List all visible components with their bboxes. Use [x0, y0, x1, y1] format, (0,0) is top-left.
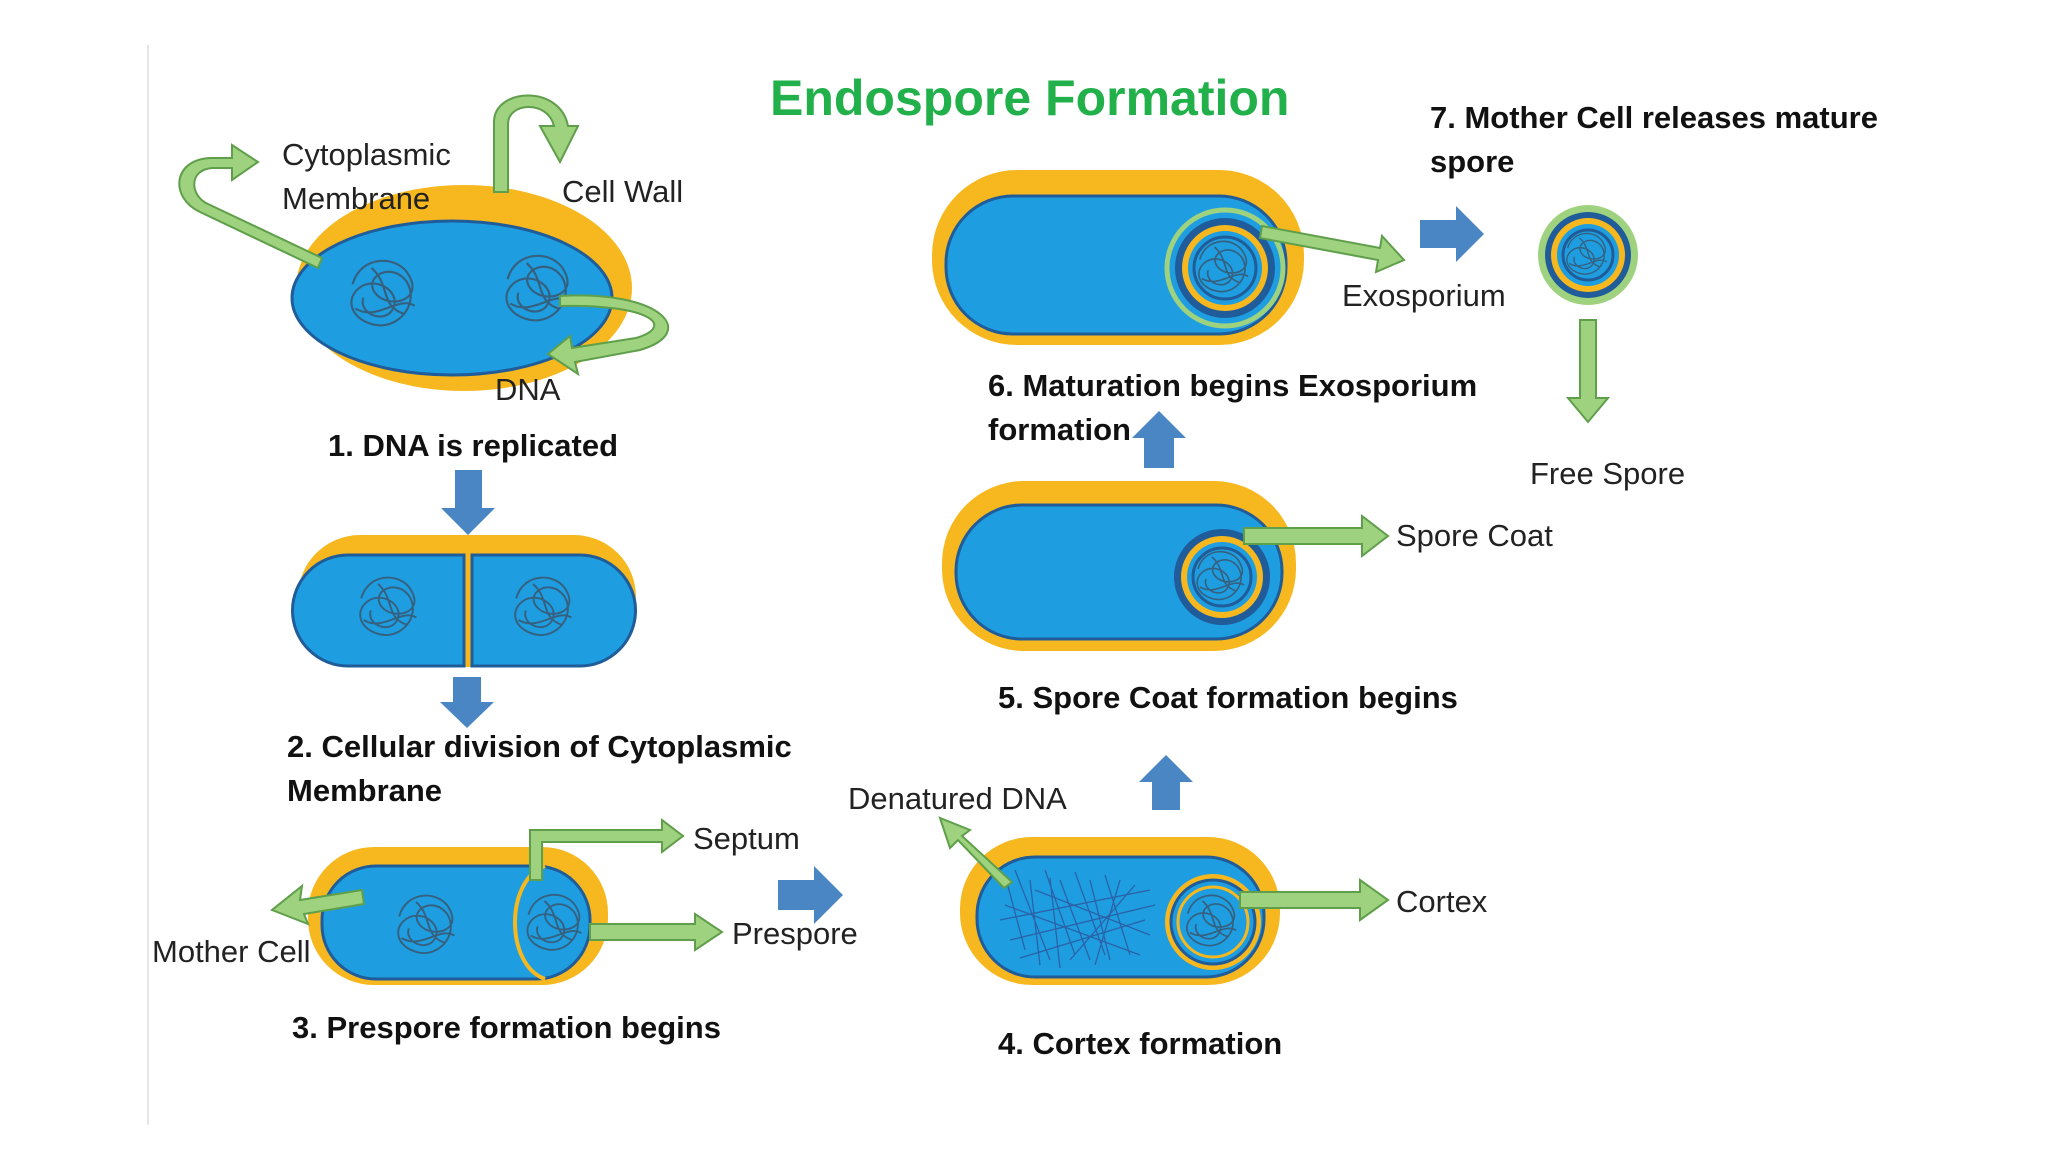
cell-step-2 [291, 535, 637, 668]
cortex-pointer [1239, 878, 1390, 922]
flow-arrow-6-7 [1420, 206, 1484, 262]
cell-step-3 [308, 847, 608, 985]
mother-cell-pointer [270, 883, 366, 926]
cell-step-4 [960, 837, 1280, 985]
cell-wall-pointer [493, 94, 580, 193]
denatured-dna-pointer [938, 816, 1014, 890]
label-dna: DNA [495, 372, 561, 407]
label-free-spore: Free Spore [1530, 456, 1685, 491]
denatured-dna-strands [999, 869, 1156, 969]
cell-step-6 [932, 170, 1304, 345]
spore-coat-pointer [1243, 513, 1390, 559]
cell-step-1 [290, 185, 632, 391]
step-7-label-line-1: 7. Mother Cell releases mature [1430, 100, 1878, 135]
label-membrane: Membrane [282, 181, 430, 216]
step-1-label: 1. DNA is replicated [328, 428, 618, 463]
step-6-label-line-2: formation [988, 412, 1131, 447]
step-2-label-line-1: 2. Cellular division of Cytoplasmic [287, 729, 792, 764]
flow-arrow-1-2 [441, 470, 495, 535]
label-cytoplasmic: Cytoplasmic [282, 137, 451, 172]
label-prespore: Prespore [732, 916, 858, 951]
diagram-title: Endospore Formation [770, 70, 1289, 126]
free-spore [1538, 205, 1638, 305]
step-5-label: 5. Spore Coat formation begins [998, 680, 1458, 715]
step-4-label: 4. Cortex formation [998, 1026, 1282, 1061]
free-spore-pointer [1565, 319, 1611, 424]
exosporium-pointer [1258, 224, 1406, 274]
septum-pointer [529, 817, 685, 881]
left-border-line [147, 45, 149, 1125]
step-6-label-line-1: 6. Maturation begins Exosporium [988, 368, 1477, 403]
label-cortex: Cortex [1396, 884, 1488, 919]
label-mother-cell: Mother Cell [152, 934, 311, 969]
label-denatured-dna: Denatured DNA [848, 781, 1067, 816]
label-exosporium: Exosporium [1342, 278, 1506, 313]
flow-arrow-3-4 [778, 866, 843, 924]
step-3-label: 3. Prespore formation begins [292, 1010, 721, 1045]
flow-arrow-4-5 [1139, 755, 1193, 810]
label-cell-wall: Cell Wall [562, 174, 683, 209]
cell-step-5 [942, 481, 1296, 651]
label-spore-coat: Spore Coat [1396, 518, 1553, 553]
cytoplasmic-membrane-pointer [178, 143, 324, 270]
prespore-pointer [589, 912, 724, 952]
flow-arrow-2-3 [440, 677, 494, 728]
step-7-label-line-2: spore [1430, 144, 1514, 179]
dna-pointer [546, 294, 670, 377]
label-septum: Septum [693, 821, 800, 856]
step-2-label-line-2: Membrane [287, 773, 442, 808]
flow-arrow-5-6 [1132, 411, 1186, 468]
